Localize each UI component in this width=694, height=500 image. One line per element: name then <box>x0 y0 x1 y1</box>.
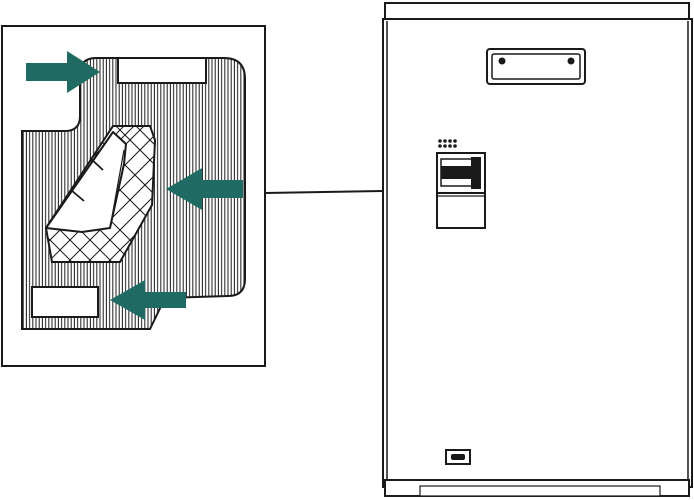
cable-icon <box>445 449 471 465</box>
indicator-dots-icon <box>438 139 457 148</box>
base-plinth <box>419 485 661 497</box>
lever-edge <box>109 149 125 229</box>
arrow-left-icon <box>166 168 243 210</box>
arrow-left-icon <box>110 280 186 320</box>
top-label-plate <box>117 57 207 84</box>
bottom-label-plate <box>31 286 99 318</box>
cabinet-body <box>382 18 693 488</box>
switch-module <box>436 152 486 229</box>
handle-icon <box>486 48 586 85</box>
arrow-right-icon <box>26 51 100 93</box>
lever-edge <box>89 157 104 171</box>
lever-edge <box>70 189 85 202</box>
cabinet-top-lid <box>384 2 690 21</box>
detail-callout <box>1 25 266 367</box>
cabinet <box>382 2 693 497</box>
